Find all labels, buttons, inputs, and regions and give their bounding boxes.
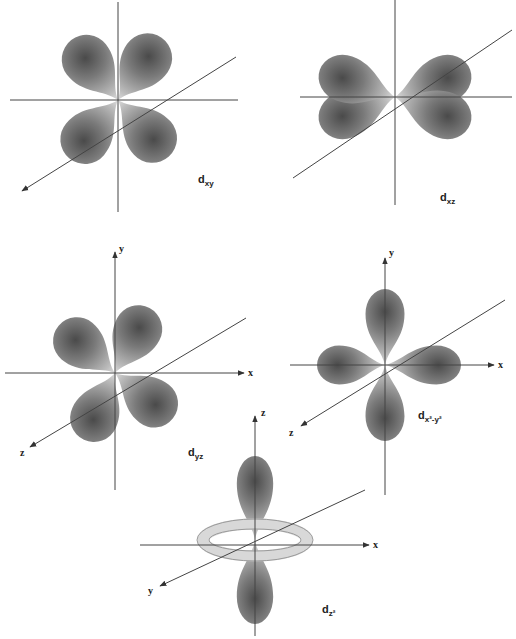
dx2-y2-orbital xyxy=(290,258,505,495)
dyz-orbital xyxy=(5,252,246,490)
dxy-orbital xyxy=(10,2,238,212)
axis-label: x xyxy=(373,540,378,550)
axis-label: z xyxy=(261,408,265,418)
axis-label: z xyxy=(20,448,24,458)
orbital-label: dxz xyxy=(440,192,455,203)
orbital-label: dxy xyxy=(198,174,214,185)
axis-label: y xyxy=(389,248,394,258)
orbital-label: dz² xyxy=(322,604,335,615)
orbital-label: dx²-y² xyxy=(418,410,442,421)
axis-label: y xyxy=(148,586,153,596)
orbital-label: dyz xyxy=(188,447,203,458)
axis-label: x xyxy=(248,368,253,378)
dxz-orbital xyxy=(293,0,512,205)
dz2-orbital xyxy=(140,416,369,636)
axis-label: z xyxy=(289,428,293,438)
axis-label: x xyxy=(498,360,503,370)
axis-label: y xyxy=(119,244,124,254)
